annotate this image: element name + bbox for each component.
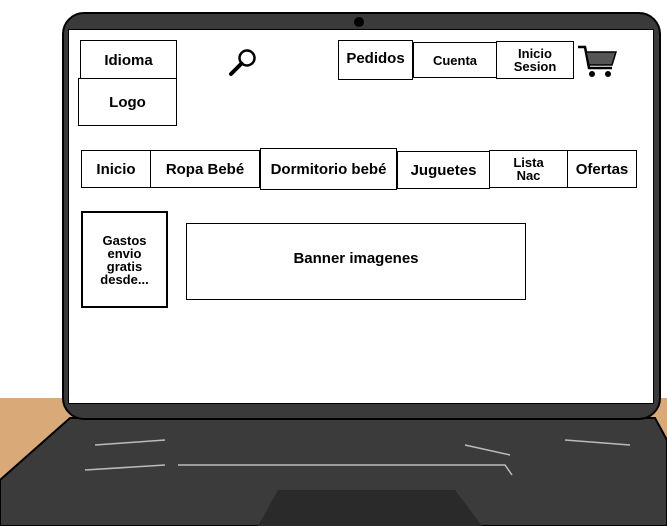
login-label: Inicio Sesion bbox=[513, 46, 557, 74]
nav-item-label: Ofertas bbox=[575, 160, 629, 178]
nav-item-lista-nac[interactable]: Lista Nac bbox=[489, 150, 568, 188]
nav-item-label: Lista Nac bbox=[513, 155, 544, 183]
nav-item-label: Inicio bbox=[96, 160, 136, 178]
nav-item-label: Juguetes bbox=[410, 161, 477, 179]
webcam bbox=[354, 17, 364, 27]
banner-label: Banner imagenes bbox=[293, 250, 419, 267]
login-button[interactable]: Inicio Sesion bbox=[496, 41, 574, 79]
account-label: Cuenta bbox=[432, 52, 478, 68]
orders-label: Pedidos bbox=[346, 50, 405, 67]
nav-item-label: Dormitorio bebé bbox=[270, 160, 387, 178]
free-shipping-promo[interactable]: Gastos envio gratis desde... bbox=[81, 211, 168, 308]
language-label: Idioma bbox=[104, 51, 153, 69]
cart-icon[interactable] bbox=[576, 44, 618, 80]
orders-button[interactable]: Pedidos bbox=[338, 40, 413, 80]
account-button[interactable]: Cuenta bbox=[413, 42, 497, 78]
nav-item-juguetes[interactable]: Juguetes bbox=[397, 151, 490, 189]
logo[interactable]: Logo bbox=[78, 78, 177, 126]
nav-item-dormitorio-bebe[interactable]: Dormitorio bebé bbox=[260, 148, 397, 190]
search-icon[interactable] bbox=[226, 48, 258, 78]
nav-item-inicio[interactable]: Inicio bbox=[81, 150, 151, 188]
image-banner[interactable]: Banner imagenes bbox=[186, 223, 526, 300]
nav-item-ropa-bebe[interactable]: Ropa Bebé bbox=[150, 150, 260, 188]
language-button[interactable]: Idioma bbox=[80, 40, 177, 80]
free-shipping-text: Gastos envio gratis desde... bbox=[100, 232, 149, 287]
nav-item-label: Ropa Bebé bbox=[165, 160, 245, 178]
nav-item-ofertas[interactable]: Ofertas bbox=[567, 150, 637, 188]
logo-label: Logo bbox=[109, 93, 146, 111]
